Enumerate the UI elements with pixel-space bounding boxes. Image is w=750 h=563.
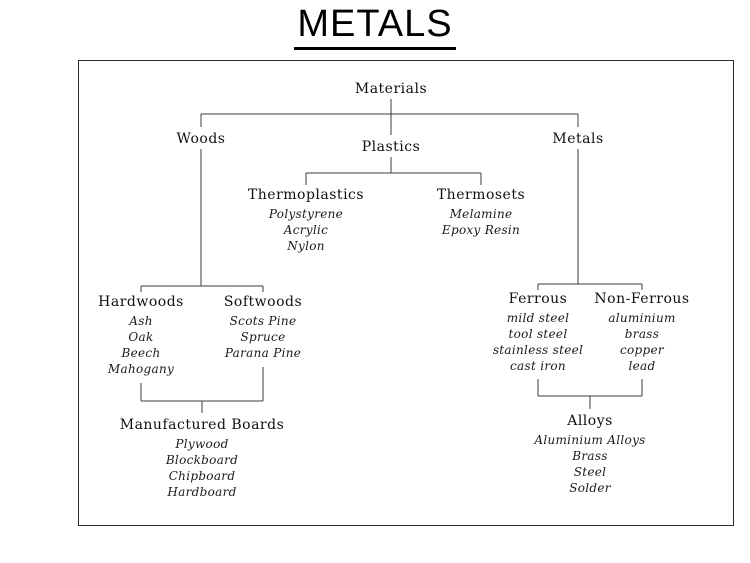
node-manufactured-boards: Manufactured Boards Plywood Blockboard C…: [120, 417, 285, 500]
node-woods-label: Woods: [176, 131, 226, 147]
tree-item: lead: [628, 359, 656, 373]
node-hardwoods-label: Hardwoods: [98, 294, 184, 310]
node-thermoplastics-items: Polystyrene Acrylic Nylon: [248, 206, 364, 254]
tree-item: Polystyrene: [268, 207, 344, 221]
node-alloys-label: Alloys: [567, 413, 613, 429]
tree-item: Melamine: [449, 207, 513, 221]
tree-item: aluminium: [608, 311, 676, 325]
node-softwoods: Softwoods Scots Pine Spruce Parana Pine: [224, 294, 302, 361]
node-materials: Materials: [355, 81, 427, 97]
node-alloys-items: Aluminium Alloys Brass Steel Solder: [534, 432, 645, 496]
tree-item: Epoxy Resin: [441, 223, 521, 237]
tree-item: stainless steel: [492, 343, 584, 357]
tree-item: Parana Pine: [224, 346, 302, 360]
node-non-ferrous-label: Non-Ferrous: [594, 291, 690, 307]
node-softwoods-label: Softwoods: [223, 294, 303, 310]
tree-item: Acrylic: [283, 223, 329, 237]
node-non-ferrous: Non-Ferrous aluminium brass copper lead: [594, 291, 689, 374]
tree-item: brass: [624, 327, 660, 341]
tree-item: Blockboard: [165, 453, 239, 467]
tree-item: Solder: [569, 481, 611, 495]
node-softwoods-items: Scots Pine Spruce Parana Pine: [224, 313, 302, 361]
tree-item: Chipboard: [168, 469, 236, 483]
node-thermoplastics-label: Thermoplastics: [247, 187, 365, 203]
tree-item: tool steel: [508, 327, 568, 341]
node-non-ferrous-items: aluminium brass copper lead: [594, 310, 689, 374]
tree-item: Scots Pine: [229, 314, 297, 328]
tree-item: Spruce: [240, 330, 286, 344]
node-thermosets-items: Melamine Epoxy Resin: [437, 206, 525, 238]
node-hardwoods-items: Ash Oak Beech Mahogany: [98, 313, 184, 377]
node-ferrous: Ferrous mild steel tool steel stainless …: [493, 291, 583, 374]
node-plastics: Plastics: [362, 139, 421, 155]
tree-item: mild steel: [506, 311, 570, 325]
title-area: METALS: [0, 3, 750, 50]
node-woods: Woods: [177, 131, 226, 147]
tree-item: Mahogany: [107, 362, 175, 376]
tree-item: Hardboard: [167, 485, 237, 499]
node-manufactured-boards-label: Manufactured Boards: [119, 417, 285, 433]
tree-item: Plywood: [175, 437, 229, 451]
node-alloys: Alloys Aluminium Alloys Brass Steel Sold…: [534, 413, 645, 496]
node-thermosets: Thermosets Melamine Epoxy Resin: [437, 187, 525, 238]
node-hardwoods: Hardwoods Ash Oak Beech Mahogany: [98, 294, 184, 377]
node-metals: Metals: [552, 131, 603, 147]
node-ferrous-items: mild steel tool steel stainless steel ca…: [493, 310, 583, 374]
tree-item: Beech: [121, 346, 161, 360]
node-manufactured-boards-items: Plywood Blockboard Chipboard Hardboard: [120, 436, 285, 500]
tree-item: Oak: [128, 330, 154, 344]
node-thermoplastics: Thermoplastics Polystyrene Acrylic Nylon: [248, 187, 364, 254]
node-thermosets-label: Thermosets: [436, 187, 526, 203]
page-title: METALS: [294, 3, 456, 50]
connector-lines: [140, 99, 643, 413]
tree-item: Nylon: [287, 239, 325, 253]
node-metals-label: Metals: [552, 131, 604, 147]
tree-item: Aluminium Alloys: [534, 433, 646, 447]
node-plastics-label: Plastics: [361, 139, 421, 155]
tree-item: copper: [620, 343, 664, 357]
materials-tree-diagram: Materials Woods Plastics Metals Thermopl…: [78, 60, 734, 526]
node-materials-label: Materials: [354, 81, 428, 97]
node-ferrous-label: Ferrous: [508, 291, 568, 307]
tree-item: Ash: [129, 314, 153, 328]
tree-item: Brass: [572, 449, 608, 463]
tree-item: Steel: [573, 465, 607, 479]
tree-item: cast iron: [510, 359, 566, 373]
